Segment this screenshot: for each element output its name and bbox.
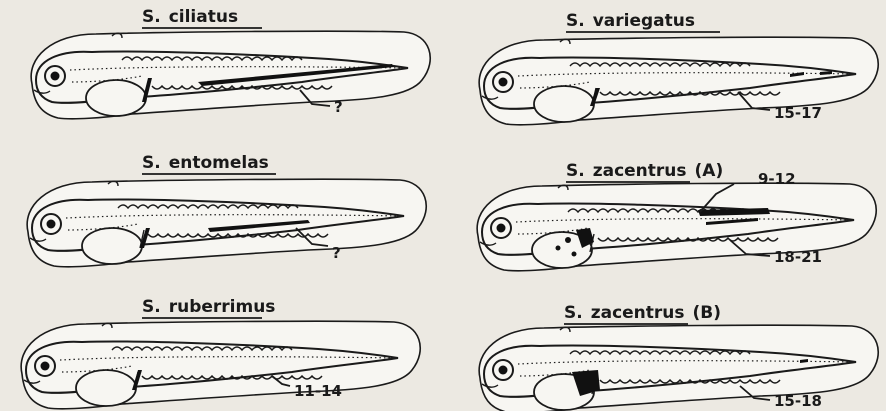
species-label: zacentrus [593,161,687,181]
genus-label: S. [564,303,583,323]
count-label: 9-12 [758,170,796,188]
panel-title: S. ciliatus [142,7,238,27]
larva-drawing [31,31,430,119]
genus-label: S. [142,153,161,173]
genus-label: S. [142,7,161,27]
genus-label: S. [142,297,161,317]
panel-title: S. zacentrus (A) [566,161,723,181]
species-label: ruberrimus [169,297,276,317]
genus-label: S. [566,11,585,31]
count-label: 15-17 [774,104,822,122]
larva-drawing [21,321,420,409]
species-label: ciliatus [169,7,238,27]
variant-label: (A) [695,161,724,181]
larva-drawing [27,179,426,267]
count-label: ? [334,98,343,116]
panel-title: S. variegatus [566,11,695,31]
panel-title: S. entomelas [142,153,269,173]
panel-ruberrimus: S. ruberrimus 11-14 [21,297,420,409]
count-label: ? [332,244,341,262]
species-label: variegatus [593,11,695,31]
variant-label: (B) [693,303,722,323]
count-label: 18-21 [774,248,822,266]
genus-label: S. [566,161,585,181]
species-label: zacentrus [591,303,685,323]
count-label: 15-18 [774,392,822,410]
panel-variegatus: S. variegatus 15-17 [479,11,878,125]
panel-entomelas: S. entomelas ? [27,153,426,267]
panel-zacentrus-a: S. zacentrus (A) 9-12 18-21 [477,161,876,271]
count-label: 11-14 [294,382,342,400]
panel-zacentrus-b: S. zacentrus (B) 15-18 [479,303,878,411]
panel-ciliatus: S. ciliatus ? [31,7,430,119]
species-label: entomelas [169,153,269,173]
panel-title: S. zacentrus (B) [564,303,721,323]
panel-title: S. ruberrimus [142,297,275,317]
